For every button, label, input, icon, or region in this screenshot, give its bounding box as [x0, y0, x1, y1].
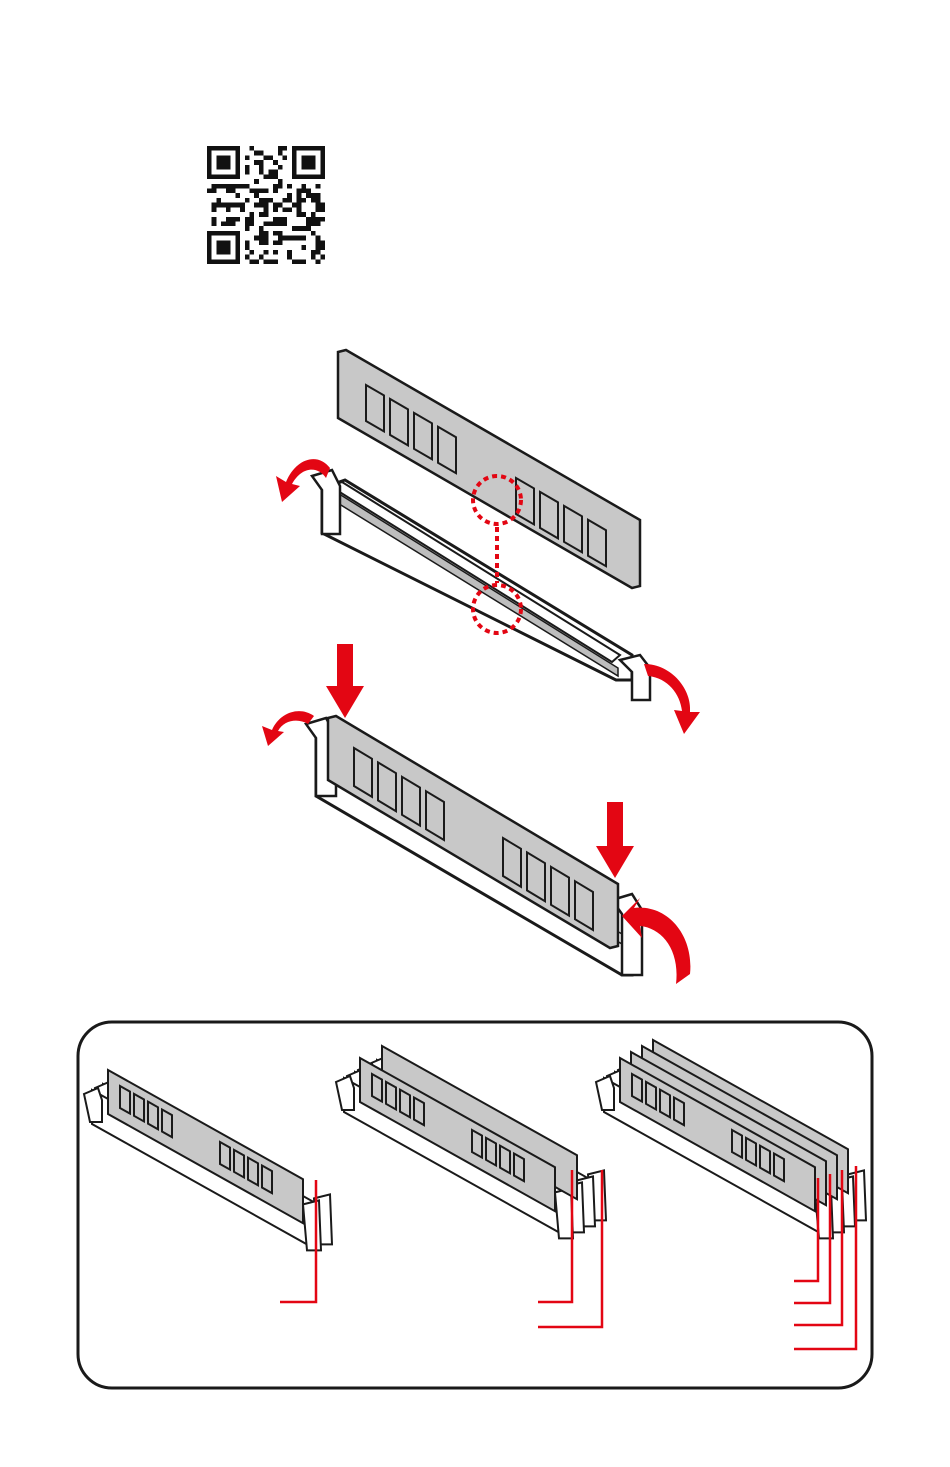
memory-chip: [372, 1074, 382, 1102]
memory-chip: [220, 1142, 230, 1170]
memory-chip: [134, 1094, 144, 1122]
memory-chip: [400, 1090, 410, 1118]
memory-chip: [248, 1158, 258, 1186]
down-arrow-icon: [596, 802, 634, 878]
down-arrow-icon: [326, 644, 364, 718]
memory-chip: [486, 1138, 496, 1166]
memory-chip: [262, 1166, 272, 1194]
configurations-panel: [78, 1022, 872, 1388]
memory-chip: [148, 1102, 158, 1130]
memory-chip: [632, 1074, 642, 1102]
memory-chip: [514, 1154, 524, 1182]
memory-chip: [414, 1098, 424, 1126]
memory-chip: [760, 1146, 770, 1174]
memory-chip: [646, 1082, 656, 1110]
step-press-module-down: [262, 644, 690, 984]
latch-open-arrow-icon: [644, 664, 700, 734]
memory-module-seated: [328, 716, 618, 948]
mini-latch: [303, 1200, 321, 1250]
memory-chip: [732, 1130, 742, 1158]
memory-chip: [674, 1098, 684, 1126]
memory-chip: [774, 1154, 784, 1182]
memory-chip: [746, 1138, 756, 1166]
memory-chip: [234, 1150, 244, 1178]
memory-chip: [500, 1146, 510, 1174]
memory-chip: [162, 1110, 172, 1138]
memory-chip: [472, 1130, 482, 1158]
memory-chip: [386, 1082, 396, 1110]
latch-close-arrow-icon: [262, 711, 314, 746]
memory-chip: [660, 1090, 670, 1118]
memory-chip: [120, 1086, 130, 1114]
